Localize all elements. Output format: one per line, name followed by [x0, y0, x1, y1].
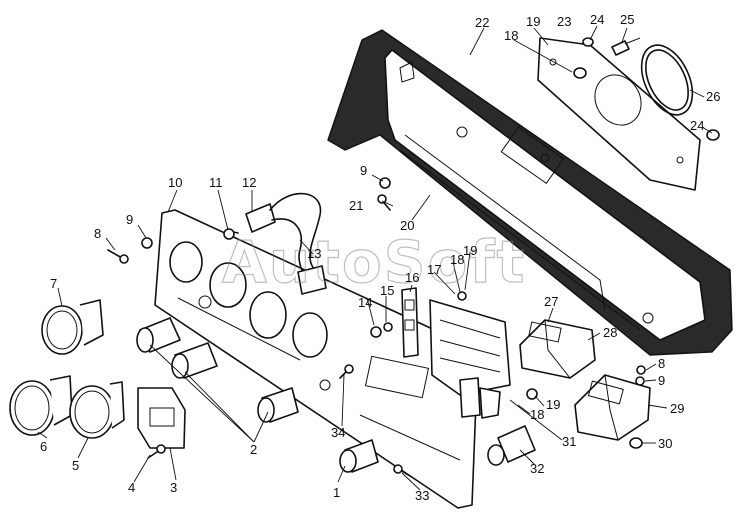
- callout-15: 15: [380, 283, 394, 298]
- callout-9: 9: [658, 373, 665, 388]
- small-washers: [629, 365, 646, 449]
- callout-34: 34: [331, 425, 345, 440]
- connector-strip: [401, 287, 419, 358]
- callout-28: 28: [603, 325, 617, 340]
- callout-4: 4: [128, 480, 135, 495]
- sender-32: [487, 425, 536, 466]
- callout-9: 9: [126, 212, 133, 227]
- callout-10: 10: [168, 175, 182, 190]
- callout-8: 8: [658, 356, 665, 371]
- callout-2: 2: [250, 442, 257, 457]
- callout-8: 8: [94, 226, 101, 241]
- bolt-25: [611, 37, 641, 56]
- callout-11: 11: [209, 175, 223, 190]
- leader-lines: [37, 25, 713, 491]
- callout-5: 5: [72, 458, 79, 473]
- callout-24: 24: [590, 12, 604, 27]
- lamp-holders: [136, 317, 379, 473]
- callout-19: 19: [546, 397, 560, 412]
- callout-17: 17: [427, 262, 441, 277]
- callout-25: 25: [620, 12, 634, 27]
- callout-19: 19: [526, 14, 540, 29]
- callout-3: 3: [170, 480, 177, 495]
- callout-1: 1: [333, 485, 340, 500]
- callout-18: 18: [530, 407, 544, 422]
- gauge-6: [9, 375, 73, 436]
- callout-26: 26: [706, 89, 720, 104]
- sealing-ring: [640, 44, 694, 116]
- panel-housing: [327, 29, 733, 356]
- callout-14: 14: [358, 295, 372, 310]
- callout-29: 29: [670, 401, 684, 416]
- front-panel: [154, 209, 479, 509]
- callout-30: 30: [658, 436, 672, 451]
- gauge-7: [41, 299, 104, 355]
- gauge-5: [69, 381, 125, 439]
- wire-harness: [245, 192, 327, 295]
- callout-18: 18: [450, 252, 464, 267]
- callout-19: 19: [463, 243, 477, 258]
- callout-numbers: 22 19 23 24 25 18 26 24 9 21 20 10 11 12…: [40, 12, 720, 503]
- switch-28: [519, 319, 596, 379]
- callout-27: 27: [544, 294, 558, 309]
- callout-31: 31: [562, 434, 576, 449]
- callout-18: 18: [504, 28, 518, 43]
- callout-13: 13: [307, 246, 321, 261]
- callout-24: 24: [690, 118, 704, 133]
- callout-6: 6: [40, 439, 47, 454]
- callout-23: 23: [557, 14, 571, 29]
- indicator-block-3: [137, 387, 186, 449]
- screws: [107, 194, 411, 477]
- callout-7: 7: [50, 276, 57, 291]
- fuse-block: [429, 299, 511, 419]
- callout-20: 20: [400, 218, 414, 233]
- callout-33: 33: [415, 488, 429, 503]
- callout-12: 12: [242, 175, 256, 190]
- callout-16: 16: [405, 270, 419, 285]
- callout-21: 21: [349, 198, 363, 213]
- watermark: AutoSoft: [222, 228, 526, 296]
- callout-9: 9: [360, 163, 367, 178]
- callout-32: 32: [530, 461, 544, 476]
- callout-22: 22: [475, 15, 489, 30]
- switch-29: [574, 374, 651, 441]
